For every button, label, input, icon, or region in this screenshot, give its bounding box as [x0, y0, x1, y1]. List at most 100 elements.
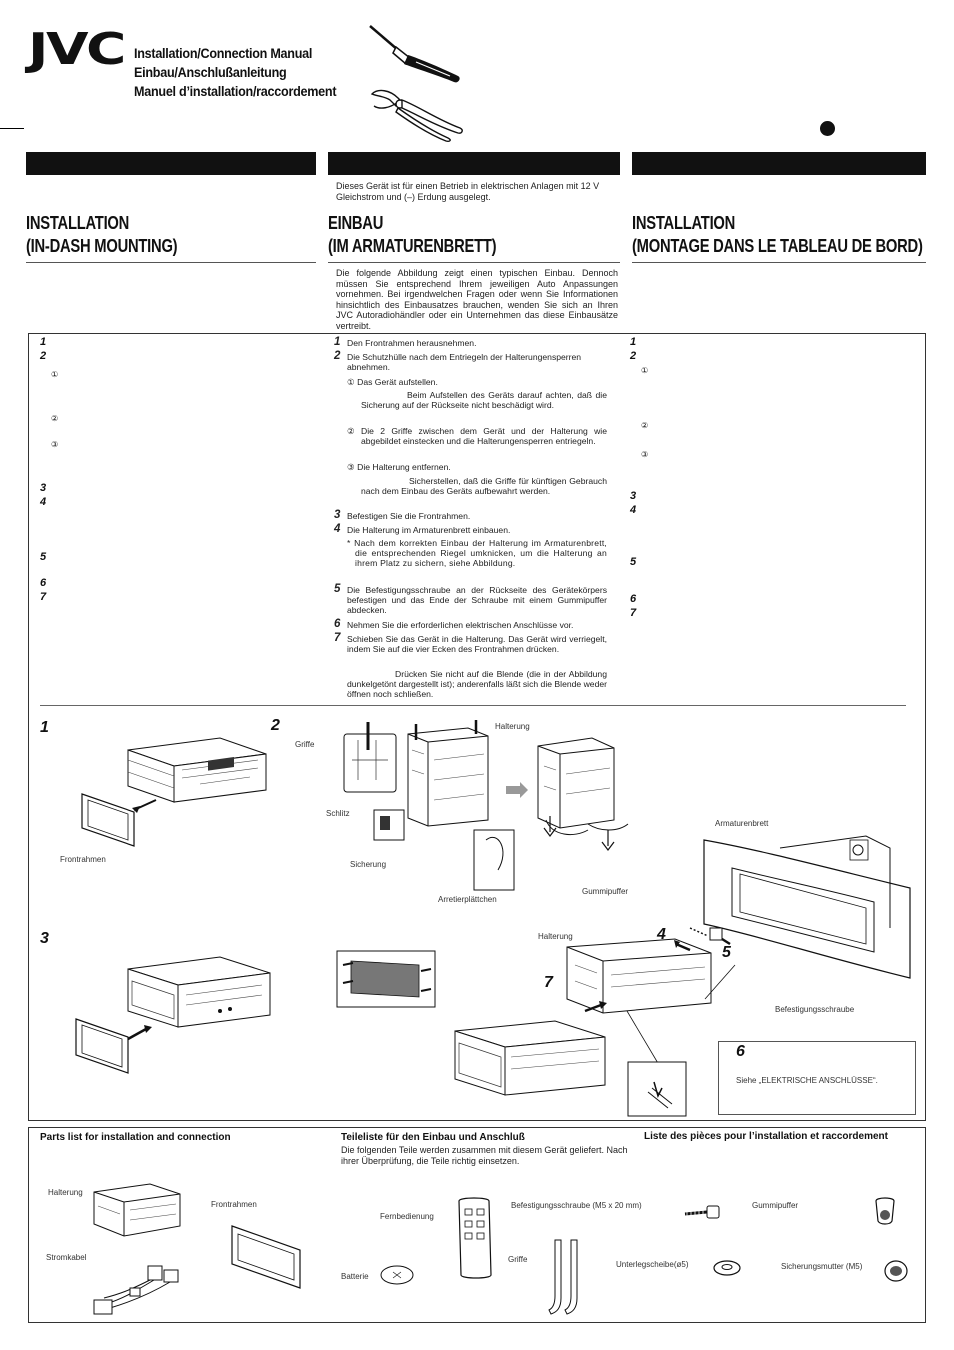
- fr-step-3: 3: [630, 490, 637, 502]
- label-schlitz: Schlitz: [326, 809, 350, 818]
- fig-2-number: 2: [271, 717, 280, 734]
- fr-step-7: 7: [630, 607, 637, 619]
- part-label-unterleg: Unterlegscheibe(ø5): [616, 1260, 689, 1269]
- fr-step-6: 6: [630, 593, 637, 605]
- fr-step-5: 5: [630, 556, 637, 568]
- label-halterung-1: Halterung: [495, 722, 530, 731]
- title-en: Installation/Connection Manual: [134, 45, 313, 61]
- installation-box: [28, 333, 926, 1121]
- fr-sub-2: ②: [641, 421, 649, 430]
- en-step-5: 5: [40, 551, 47, 563]
- part-washer-icon: [713, 1260, 741, 1276]
- title-de: Einbau/Anschlußanleitung: [134, 64, 287, 80]
- part-stromkabel-icon: [93, 1265, 179, 1315]
- manual-titles: Installation/Connection Manual Einbau/An…: [134, 44, 337, 101]
- label-gummipuffer: Gummipuffer: [582, 887, 629, 896]
- part-remote-icon: [458, 1197, 492, 1279]
- fr-step-2: 2: [630, 350, 637, 362]
- heading-de: EINBAU (IM ARMATURENBRETT): [328, 213, 497, 256]
- en-sub-1: ①: [51, 370, 59, 379]
- fr-step-1: 1: [630, 336, 637, 348]
- label-sicherung: Sicherung: [350, 860, 387, 869]
- fig-4-number: 4: [657, 926, 666, 943]
- part-lock-nut-icon: [884, 1260, 908, 1282]
- de-step-2c: ③ Die Halterung entfernen.: [347, 462, 451, 472]
- fig-1-number: 1: [40, 719, 49, 736]
- parts-box: [28, 1127, 926, 1323]
- fig-3-attach-frame-illustration: [75, 956, 271, 1074]
- fig-7-number: 7: [544, 974, 553, 991]
- language-marker-dot: [820, 121, 835, 136]
- fig-4-detail-box: [627, 1061, 687, 1117]
- fig-2-removal-illustration: [343, 720, 629, 891]
- fig-dashboard-illustration: [674, 835, 911, 979]
- part-griffe-icon: [548, 1239, 578, 1315]
- en-step-7: 7: [40, 591, 47, 603]
- step-6-box: [718, 1041, 916, 1115]
- fr-sub-3: ③: [641, 450, 649, 459]
- part-label-batterie: Batterie: [341, 1272, 369, 1281]
- heading-en: INSTALLATION (IN-DASH MOUNTING): [26, 213, 178, 256]
- parts-title-en: Parts list for installation and connecti…: [40, 1132, 231, 1143]
- label-siehe-anschluesse: Siehe „ELEKTRISCHE ANSCHLÜSSE“.: [736, 1076, 878, 1085]
- part-label-halterung: Halterung: [48, 1188, 83, 1197]
- screwdriver-icon: [369, 25, 460, 83]
- label-frontrahmen-1: Frontrahmen: [60, 855, 106, 864]
- fig-6-number: 6: [736, 1043, 745, 1060]
- divider-fr: [632, 262, 926, 263]
- en-step-6: 6: [40, 577, 47, 589]
- label-griffe: Griffe: [295, 740, 315, 749]
- label-arretier: Arretierplättchen: [438, 895, 497, 904]
- en-sub-3: ③: [51, 440, 59, 449]
- fr-step-4: 4: [630, 504, 637, 516]
- label-armaturenbrett: Armaturenbrett: [715, 819, 769, 828]
- title-fr: Manuel d’installation/raccordement: [134, 83, 337, 99]
- part-frontrahmen-icon: [231, 1225, 301, 1289]
- parts-sub-de: Die folgenden Teile werden zusammen mit …: [341, 1145, 628, 1166]
- part-label-fernbedienung: Fernbedienung: [380, 1212, 434, 1221]
- fig-3-number: 3: [40, 930, 49, 947]
- de-sub-2: ②: [347, 426, 355, 436]
- en-step-1: 1: [40, 336, 47, 348]
- jvc-logo: JVC: [28, 24, 126, 75]
- section-bar-fr: [632, 152, 926, 175]
- label-befestigungsschraube: Befestigungsschraube: [775, 1005, 855, 1014]
- steps-divider: [40, 705, 906, 706]
- fig-5-number: 5: [722, 944, 731, 961]
- fig-1-unit-illustration: [81, 737, 267, 847]
- part-label-frontrahmen: Frontrahmen: [211, 1200, 257, 1209]
- en-step-3: 3: [40, 482, 47, 494]
- parts-title-fr: Liste des pièces pour l’installation et …: [644, 1131, 888, 1142]
- de-typical-install: Die folgende Abbildung zeigt einen typis…: [336, 268, 618, 331]
- part-label-gummipuffer: Gummipuffer: [752, 1201, 799, 1210]
- part-label-schraube: Befestigungsschraube (M5 x 20 mm): [511, 1201, 642, 1210]
- de-intro: Dieses Gerät ist für einen Betrieb in el…: [336, 181, 600, 202]
- part-rubber-cushion-icon: [875, 1197, 895, 1225]
- part-label-sicherungsmutter: Sicherungsmutter (M5): [781, 1262, 863, 1271]
- de-step-2a: ① Das Gerät aufstellen.: [347, 377, 438, 387]
- de-step-2b: Die 2 Griffe zwischen dem Gerät und der …: [361, 426, 607, 447]
- en-step-4: 4: [40, 496, 47, 508]
- parts-title-de: Teileliste für den Einbau und Anschluß: [341, 1132, 525, 1143]
- section-bar-en: [26, 152, 316, 175]
- de-step-4-note: * Nach dem korrekten Einbau der Halterun…: [347, 538, 607, 569]
- part-label-stromkabel: Stromkabel: [46, 1253, 87, 1262]
- label-halterung-2: Halterung: [538, 932, 573, 941]
- part-label-griffe: Griffe: [508, 1255, 528, 1264]
- fig-7-insert-illustration: [336, 938, 736, 1096]
- de-step-2a-note: Beim Aufstellen des Geräts darauf achten…: [361, 390, 607, 411]
- de-step-2c-note: Sicherstellen, daß die Griffe für künfti…: [361, 476, 607, 497]
- part-screw-icon: [684, 1205, 720, 1219]
- part-battery-icon: [380, 1265, 414, 1285]
- de-step-7-note: Drücken Sie nicht auf die Blende (die in…: [347, 669, 607, 700]
- pliers-icon: [370, 89, 463, 142]
- divider-de: [328, 262, 620, 263]
- en-step-2: 2: [40, 350, 47, 362]
